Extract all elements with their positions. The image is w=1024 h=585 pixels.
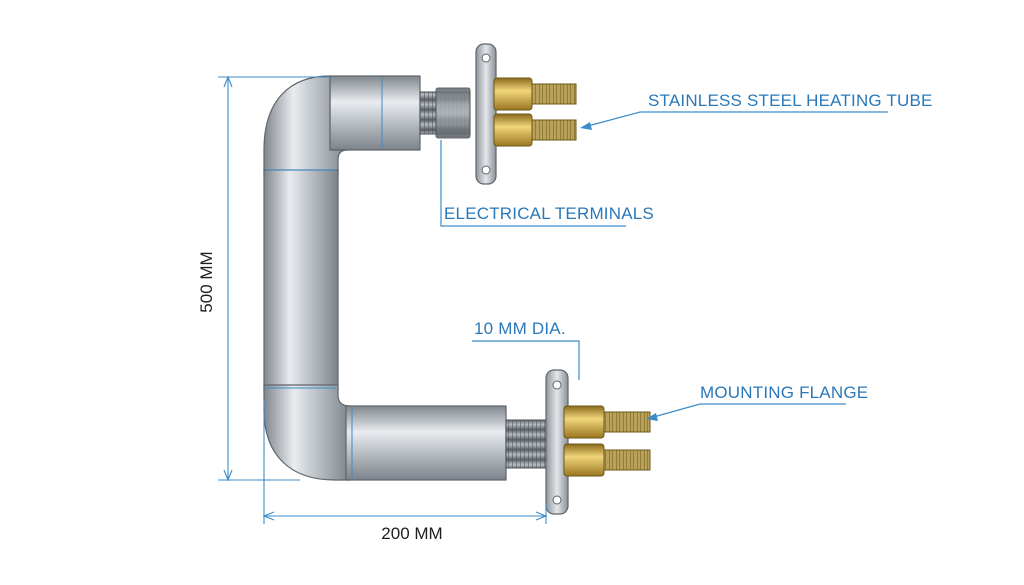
diameter-label: 10 MM DIA. [474, 319, 566, 338]
width-dimension: 200 MM [262, 400, 548, 543]
terminal-stud [531, 119, 577, 141]
bottom-mounting-flange [545, 369, 569, 515]
terminal-stud [603, 411, 651, 433]
tube-top-segment [329, 75, 421, 151]
flange-label: MOUNTING FLANGE [700, 383, 868, 402]
terminal-nut [563, 443, 605, 477]
tube-top-bend [263, 75, 349, 176]
callout-heating-tube: STAINLESS STEEL HEATING TUBE [580, 91, 933, 130]
height-dimension: 500 MM [197, 75, 330, 482]
flange-hole [552, 495, 562, 505]
flange-hole [481, 165, 491, 175]
heating-tube [263, 75, 507, 481]
terminal-stud [603, 449, 651, 471]
arrowhead [580, 122, 592, 130]
terminal-nut [563, 405, 605, 439]
tube-bottom-segment [345, 405, 507, 481]
tube-bottom-bend [263, 384, 351, 481]
terminal-stud [531, 83, 577, 105]
top-mounting-flange [475, 43, 497, 185]
bottom-fitting [505, 369, 651, 515]
heating-tube-label: STAINLESS STEEL HEATING TUBE [648, 91, 933, 110]
top-hex-nut [435, 87, 471, 139]
arrowhead [646, 413, 658, 421]
terminals-label: ELECTRICAL TERMINALS [444, 204, 654, 223]
callout-flange: MOUNTING FLANGE [646, 383, 868, 421]
terminal-nut [493, 77, 533, 111]
terminal-nut [493, 113, 533, 147]
height-dimension-label: 500 MM [197, 251, 216, 312]
tube-vertical-segment [263, 169, 339, 391]
flange-hole [481, 53, 491, 63]
width-dimension-label: 200 MM [381, 524, 442, 543]
bottom-threaded-section [505, 419, 549, 469]
top-fitting [419, 43, 577, 185]
flange-hole [552, 380, 562, 390]
callout-terminals: ELECTRICAL TERMINALS [440, 140, 654, 227]
callout-diameter: 10 MM DIA. [472, 319, 580, 380]
